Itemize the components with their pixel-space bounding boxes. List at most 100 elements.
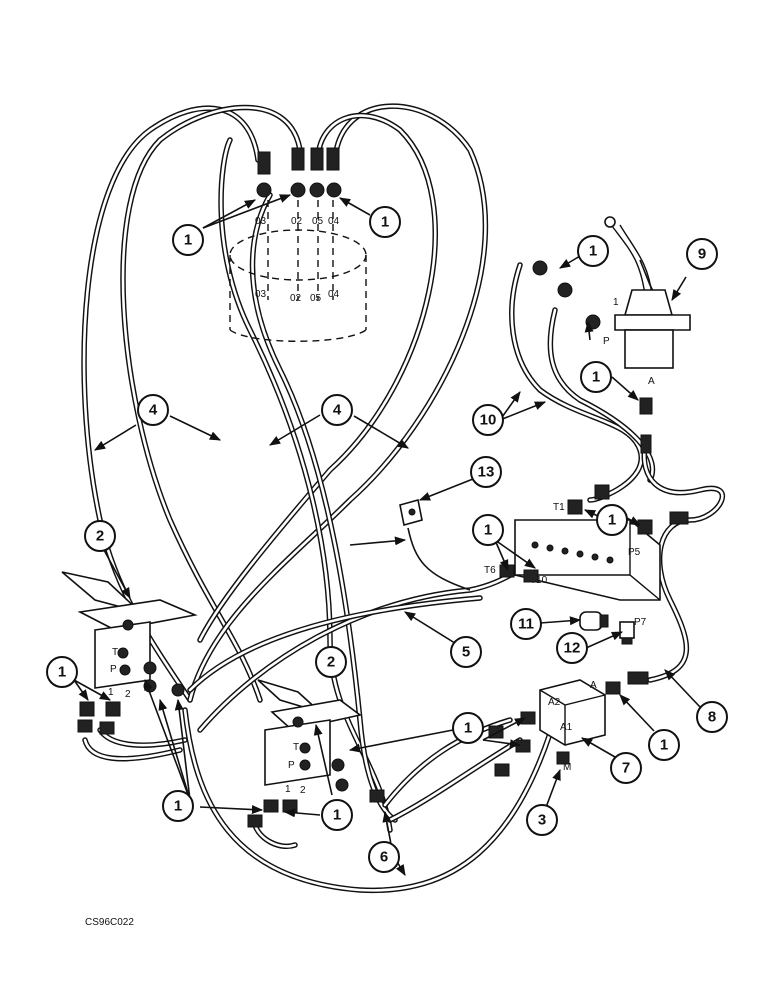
- callout-1-j: 1: [162, 790, 194, 822]
- svg-text:1: 1: [333, 807, 341, 824]
- swivel-port-02-bottom: 02: [290, 293, 302, 304]
- plug-12: [619, 621, 635, 645]
- pedal-left-port-1: 1: [108, 687, 114, 698]
- hose-bottom-loop: [182, 697, 563, 894]
- hose-6: [387, 737, 523, 823]
- callout-13: 13: [470, 456, 502, 488]
- callout-5: 5: [450, 636, 482, 668]
- callout-3: 3: [526, 804, 558, 836]
- joystick-port-p: P: [603, 336, 610, 347]
- svg-text:1: 1: [592, 369, 600, 386]
- svg-text:11: 11: [518, 616, 534, 633]
- swivel-port-03-bottom: 03: [255, 289, 267, 300]
- callout-1-f: 1: [472, 514, 504, 546]
- callout-4-left: 4: [137, 394, 169, 426]
- svg-text:1: 1: [589, 243, 597, 260]
- hose-right-pedal-lower: [252, 822, 298, 849]
- callout-2-right: 2: [315, 646, 347, 678]
- hose-loop-right-2: [197, 112, 438, 643]
- callout-1-i: 1: [46, 656, 78, 688]
- svg-text:1: 1: [381, 214, 389, 231]
- joystick-port-1: 1: [613, 297, 619, 308]
- hose-loop-right: [187, 103, 489, 703]
- swivel-port-04-top: 04: [328, 216, 340, 227]
- callout-1-h: 1: [648, 729, 680, 761]
- callout-6: 6: [368, 841, 400, 873]
- drawing-reference: CS96C022: [85, 917, 134, 928]
- leader-lines: [73, 194, 701, 876]
- callout-1-a: 1: [172, 224, 204, 256]
- manifold-port-t1: T1: [553, 502, 565, 513]
- callout-4-right: 4: [321, 394, 353, 426]
- pedal-left-port-p: P: [110, 664, 117, 675]
- manifold-port-t6: T6: [484, 565, 496, 576]
- svg-text:5: 5: [462, 644, 470, 661]
- svg-text:13: 13: [478, 464, 495, 481]
- svg-text:8: 8: [708, 709, 716, 726]
- callout-2-left: 2: [84, 520, 116, 552]
- manifold-port-t10: T10: [530, 575, 548, 586]
- pedal-left-port-t: T: [112, 647, 118, 658]
- pedal-right-port-1: 1: [285, 784, 291, 795]
- swivel-port-04-bottom: 04: [328, 289, 340, 300]
- callout-1-k: 1: [321, 799, 353, 831]
- callout-12: 12: [556, 632, 588, 664]
- swivel-port-05-bottom: 05: [310, 293, 322, 304]
- manifold-port-p7: P7: [634, 617, 647, 628]
- svg-text:1: 1: [608, 512, 616, 529]
- callout-1-d: 1: [580, 361, 612, 393]
- svg-text:7: 7: [622, 760, 630, 777]
- joystick-port-a: A: [648, 376, 655, 387]
- joystick-valve: 1 P A: [532, 216, 691, 454]
- callout-1-g: 1: [452, 712, 484, 744]
- callout-7: 7: [610, 752, 642, 784]
- swivel-port-03-top: 03: [255, 216, 267, 227]
- svg-text:1: 1: [484, 522, 492, 539]
- callout-1-c: 1: [577, 235, 609, 267]
- callout-1-e: 1: [596, 504, 628, 536]
- pedal-right-port-p: P: [288, 760, 295, 771]
- pedal-right-port-2: 2: [300, 785, 306, 796]
- valve7-port-a1: A1: [560, 722, 573, 733]
- hose-cross-2: [249, 192, 398, 823]
- svg-text:4: 4: [149, 402, 158, 419]
- hose-5: [197, 567, 523, 733]
- hose-5b: [187, 595, 483, 693]
- svg-text:10: 10: [480, 412, 497, 429]
- valve7-port-m: M: [563, 762, 571, 773]
- svg-text:3: 3: [538, 812, 546, 829]
- svg-text:2: 2: [96, 528, 104, 545]
- callout-10: 10: [472, 404, 504, 436]
- callout-1-b: 1: [369, 206, 401, 238]
- clamp-13: [399, 498, 423, 527]
- swivel-port-05-top: 05: [312, 216, 324, 227]
- pedal-left-port-2: 2: [125, 689, 131, 700]
- hoses: [81, 103, 725, 894]
- swivel-port-02-top: 02: [291, 216, 303, 227]
- hose-cross-1: [218, 137, 393, 833]
- svg-text:12: 12: [564, 640, 581, 657]
- callout-9: 9: [686, 238, 718, 270]
- callout-8: 8: [696, 701, 728, 733]
- svg-text:1: 1: [660, 737, 668, 754]
- svg-text:6: 6: [380, 849, 388, 866]
- valve7-port-a2: A2: [548, 697, 561, 708]
- manifold-block: T1 T6 T10 P5 P7: [484, 484, 689, 628]
- hose-10: [509, 262, 656, 503]
- svg-text:1: 1: [464, 720, 472, 737]
- pressure-switch-11: [579, 611, 609, 631]
- svg-text:1: 1: [58, 664, 66, 681]
- pedal-right-port-t: T: [293, 742, 299, 753]
- svg-text:9: 9: [698, 246, 706, 263]
- svg-text:1: 1: [174, 798, 182, 815]
- svg-text:2: 2: [327, 654, 335, 671]
- pedal-valve-right: T P 1 2: [247, 679, 385, 828]
- callout-11: 11: [510, 608, 542, 640]
- valve7-port-a: A: [590, 680, 597, 691]
- svg-text:4: 4: [333, 402, 342, 419]
- manifold-port-p5: P5: [628, 547, 641, 558]
- svg-text:1: 1: [184, 232, 192, 249]
- rotary-swivel: 03 02 05 04 03 02 05 04: [229, 147, 367, 342]
- hose-8: [641, 442, 725, 683]
